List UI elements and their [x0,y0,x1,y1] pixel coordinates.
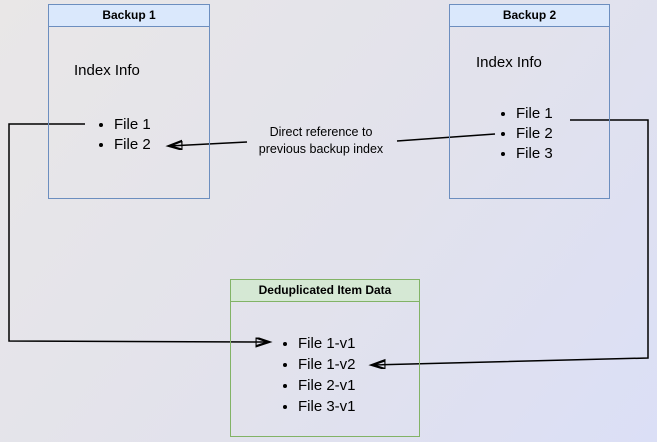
list-item: File 2 [516,124,553,144]
list-item: File 2 [114,135,151,155]
list-item: File 2-v1 [298,375,356,396]
list-item: File 1 [114,115,151,135]
backup1-title: Backup 1 [49,5,209,27]
list-item: File 1-v1 [298,333,356,354]
dedup-node: Deduplicated Item Data File 1-v1File 1-v… [230,279,420,437]
list-item: File 1-v2 [298,354,356,375]
backup1-file-list: File 1File 2 [96,115,151,155]
edge-annotation: Direct reference to previous backup inde… [241,124,401,158]
backup1-node: Backup 1 Index Info File 1File 2 [48,4,210,199]
dedup-file-list: File 1-v1File 1-v2File 2-v1File 3-v1 [280,333,356,417]
list-item: File 3-v1 [298,396,356,417]
dedup-title: Deduplicated Item Data [231,280,419,302]
backup2-file-list: File 1File 2File 3 [498,104,553,164]
list-item: File 3 [516,144,553,164]
edge-annotation-line2: previous backup index [258,142,384,156]
backup2-title: Backup 2 [450,5,609,27]
backup2-node: Backup 2 Index Info File 1File 2File 3 [449,4,610,199]
backup1-subtitle: Index Info [74,62,140,79]
backup2-subtitle: Index Info [476,54,542,71]
edge-annotation-line1: Direct reference to [269,125,373,139]
list-item: File 1 [516,104,553,124]
